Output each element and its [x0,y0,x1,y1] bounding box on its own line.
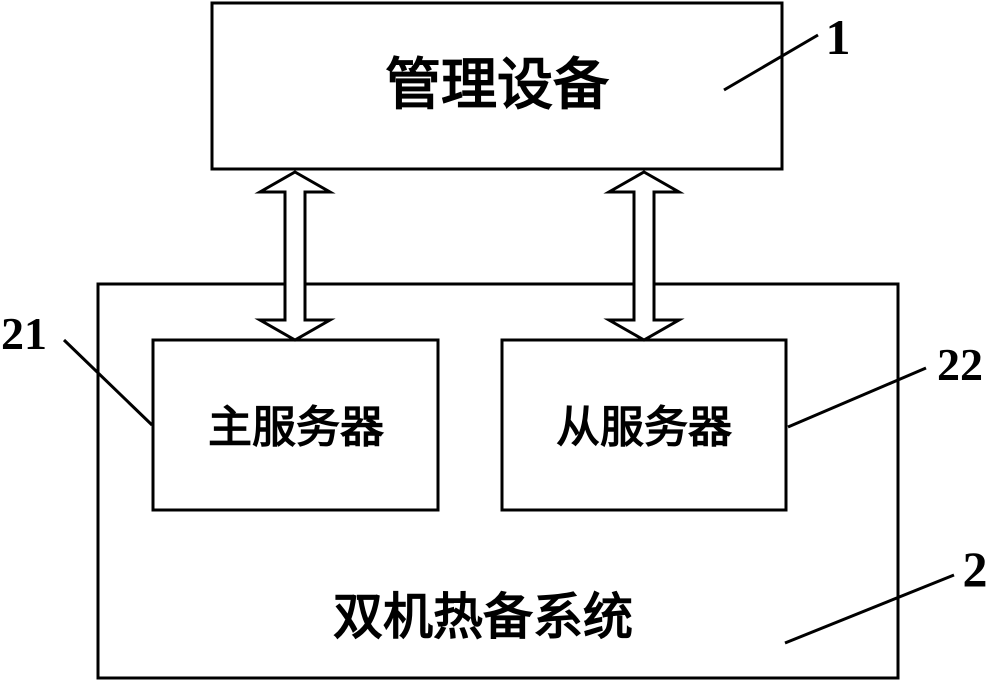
hot-standby-system-box [96,282,900,680]
ref-22-leader [787,366,927,429]
hot-standby-system-node: 双机热备系统 [96,282,900,680]
arrow-management-slave [603,170,685,342]
slave-server-label: 从服务器 [556,402,733,453]
arrow-management-master [254,170,336,342]
ref-21-label: 21 [1,308,47,359]
ref-21-leader [62,338,154,427]
slave-server-node: 从服务器 [500,338,788,512]
management-device-label: 管理设备 [385,52,610,118]
ref-22-label: 22 [937,339,983,390]
ref-1-label: 1 [826,9,851,65]
ref-2-leader [784,573,955,645]
management-device-box [210,1,784,171]
master-server-label: 主服务器 [208,402,385,453]
ref-2-label: 2 [963,541,988,597]
ref-1-leader [723,33,819,92]
master-server-node: 主服务器 [151,338,440,512]
hot-standby-system-label: 双机热备系统 [333,587,633,646]
management-device-node: 管理设备 [210,1,784,171]
